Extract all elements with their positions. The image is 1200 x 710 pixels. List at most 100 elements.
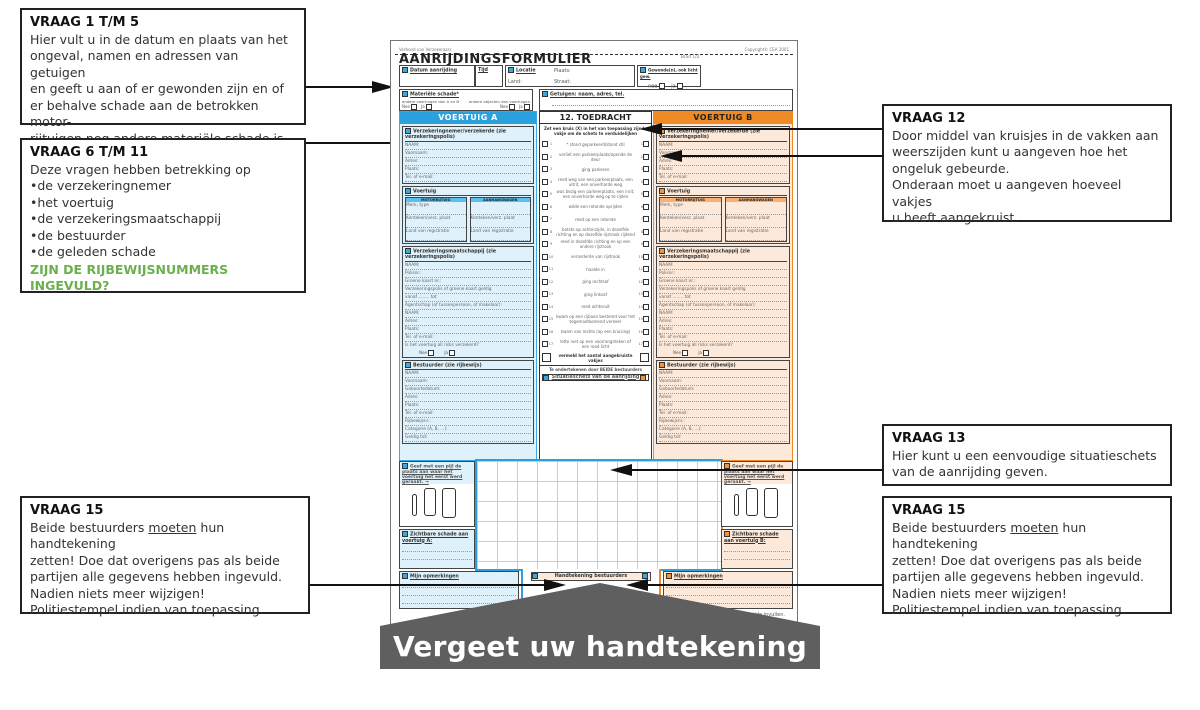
form-org: Verbond van Verzekeraars <box>399 47 452 52</box>
checkbox-a-8[interactable] <box>542 228 548 235</box>
callout-line: ongeval, namen en adressen van getuigen <box>30 48 239 80</box>
arrow-icon <box>610 464 632 476</box>
callout-line: zetten! Doe dat overigens pas als beide <box>30 552 280 568</box>
field-datum[interactable]: Datum aanrijding <box>399 65 475 87</box>
checkbox-b-11[interactable] <box>643 266 649 273</box>
checkbox-b-14[interactable] <box>643 303 649 310</box>
checkbox-ja[interactable] <box>677 82 684 89</box>
checkbox-a-16[interactable] <box>542 328 548 335</box>
callout-line: van de aanrijding geven. <box>892 464 1048 479</box>
number-14-icon <box>402 573 408 579</box>
callout-line: er behalve schade aan de betrokken motor… <box>30 97 259 130</box>
impact-point-a[interactable]: Geef met een pijl de plaats aan waar het… <box>399 461 475 527</box>
section-voertuig-a[interactable]: Voertuig MOTORRIJTUIG Merk, type Kenteke… <box>402 185 534 244</box>
checkbox-b-8[interactable] <box>643 228 649 235</box>
vehicle-a-title: VOERTUIG A <box>400 112 536 124</box>
checkbox-b-2[interactable] <box>643 153 649 160</box>
checkbox-b-4[interactable] <box>643 178 649 185</box>
checkbox-a-12[interactable] <box>542 278 548 285</box>
checkbox-b-5[interactable] <box>643 191 649 198</box>
checkbox-a-13[interactable] <box>542 291 548 298</box>
checkbox-b-16[interactable] <box>643 328 649 335</box>
form-title: AANRIJDINGSFORMULIER <box>399 52 592 67</box>
toedracht-label: lette niet op een voorrangsteken of een … <box>560 339 631 350</box>
section-verzekeringsmaatschappij-b[interactable]: Verzekeringsmaatschappij (zie verzekerin… <box>656 246 790 358</box>
checkbox-b-9[interactable] <box>643 241 649 248</box>
toedracht-label: ging rechtsaf <box>582 279 609 285</box>
checkbox-a-5[interactable] <box>542 191 548 198</box>
situation-sketch-area[interactable] <box>475 459 723 571</box>
checkbox[interactable] <box>428 349 435 356</box>
toedracht-label: haalde in <box>586 266 605 272</box>
sketch-title: Situatieschets van de aanrijding <box>542 373 649 381</box>
toedracht-label: kwam op een rijbaan bestemd voor het teg… <box>556 314 635 325</box>
callout-line: Hier vult u in de datum en plaats van he… <box>30 31 288 47</box>
section-verzekeringnemer-a[interactable]: Verzekeringnemer/verzekerde (zie verzeke… <box>402 126 534 184</box>
checkbox-b-15[interactable] <box>643 316 649 323</box>
callout-line: Onderaan moet u aangeven hoeveel vakjes <box>892 177 1122 209</box>
checkbox-a-2[interactable] <box>542 153 548 160</box>
connector-line <box>660 128 882 130</box>
callout-line: Hier kunt u een eenvoudige situatieschet… <box>892 447 1157 463</box>
checkbox-b-10[interactable] <box>643 253 649 260</box>
form-page: Blad 1/2 <box>681 55 700 60</box>
checkbox[interactable] <box>509 103 516 110</box>
total-box-b[interactable] <box>640 353 649 362</box>
section-voertuig-b[interactable]: Voertuig MOTORRIJTUIG Merk, type Kenteke… <box>656 185 790 244</box>
checkbox-a-17[interactable] <box>542 341 548 348</box>
callout-line: partijen alle gegevens hebben ingevuld. <box>30 569 282 584</box>
checkbox-a-7[interactable] <box>542 216 548 223</box>
section-bestuurder-b[interactable]: Bestuurder (zie rijbewijs) NAAM: Voornaa… <box>656 359 790 444</box>
checkbox-a-9[interactable] <box>542 241 548 248</box>
checkbox-a-1[interactable] <box>542 141 548 148</box>
checkbox[interactable] <box>703 349 710 356</box>
bullet-item: de geleden schade <box>30 244 296 261</box>
number-13-icon <box>543 374 549 381</box>
number-5-icon <box>542 91 548 97</box>
checkbox[interactable] <box>449 349 456 356</box>
field-gewonden[interactable]: Gewonde(n), ook licht gew. nee ja <box>637 65 701 89</box>
checkbox-nee[interactable] <box>658 82 665 89</box>
checkbox-a-10[interactable] <box>542 253 548 260</box>
field-materiele-schade[interactable]: Materiële schade* andere voertuigen dan … <box>399 89 533 111</box>
impact-point-b[interactable]: Geef met een pijl de plaats aan waar het… <box>721 461 793 527</box>
checkbox-a-4[interactable] <box>542 178 548 185</box>
field-tijd[interactable]: Tijd <box>475 65 503 87</box>
visible-damage-b[interactable]: Zichtbare schade aan voertuig B: <box>721 529 793 569</box>
checkbox-b-7[interactable] <box>643 216 649 223</box>
field-getuigen[interactable]: Getuigen: naam, adres, tel. <box>539 89 793 111</box>
checkbox-b-13[interactable] <box>643 291 649 298</box>
divider <box>395 54 793 55</box>
checkbox-b-1[interactable] <box>643 141 649 148</box>
section-verzekeringsmaatschappij-a[interactable]: Verzekeringsmaatschappij (zie verzekerin… <box>402 246 534 358</box>
checkbox[interactable] <box>682 349 689 356</box>
checkbox-a-15[interactable] <box>542 316 548 323</box>
checkbox[interactable] <box>411 103 418 110</box>
checkbox-b-17[interactable] <box>643 341 649 348</box>
checkbox-b-6[interactable] <box>643 203 649 210</box>
checkbox[interactable] <box>524 103 530 110</box>
checkbox-a-6[interactable] <box>542 203 548 210</box>
total-box-a[interactable] <box>542 353 551 362</box>
section-bestuurder-a[interactable]: Bestuurder (zie rijbewijs) NAAM: Voornaa… <box>402 359 534 444</box>
checkbox-b-12[interactable] <box>643 278 649 285</box>
field-locatie[interactable]: Locatie Plaats: Land: Straat: <box>505 65 635 87</box>
connector-line <box>630 469 882 471</box>
checkbox[interactable] <box>425 103 432 110</box>
toedracht-label: reed weg van een parkeerplaats, een uitr… <box>558 176 633 187</box>
toedracht-intro: Zet een kruis (X) in het van toepassing … <box>543 126 648 136</box>
visible-damage-a[interactable]: Zichtbare schade aan voertuig A: <box>399 529 475 569</box>
number-3-icon <box>640 67 646 73</box>
checkbox-b-3[interactable] <box>643 166 649 173</box>
checkbox-a-14[interactable] <box>542 303 548 310</box>
toedracht-label: veranderde van rijstrook <box>570 254 621 260</box>
vehicle-b-column: VOERTUIG B Verzekeringnemer/verzekerde (… <box>653 111 793 461</box>
checkbox-a-3[interactable] <box>542 166 548 173</box>
checkbox-a-11[interactable] <box>542 266 548 273</box>
